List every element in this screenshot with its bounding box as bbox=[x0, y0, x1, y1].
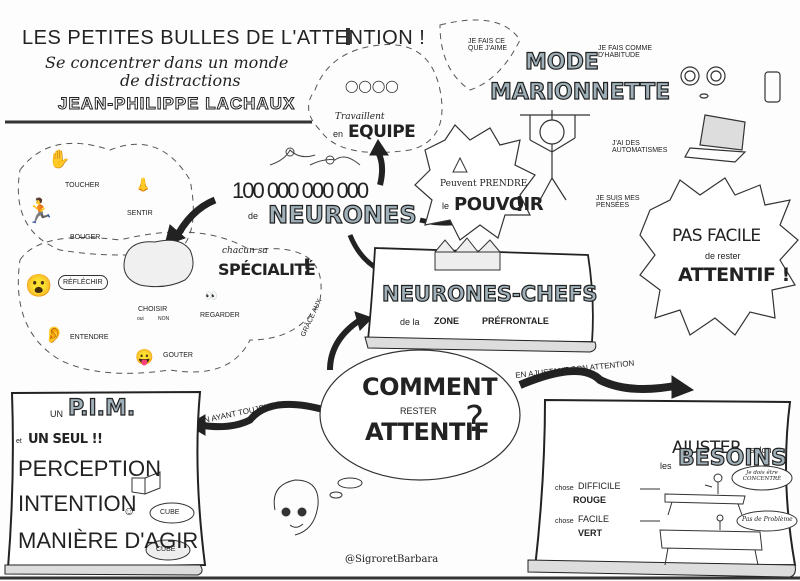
title-main: LES PETITES BULLES DE L'ATTENTION ! bbox=[22, 27, 426, 49]
center-line2: RESTER bbox=[400, 406, 437, 416]
crown-icon bbox=[434, 237, 501, 271]
puppet-note-2: JE FAIS COMME D'HABITUDE bbox=[598, 45, 653, 59]
chiefs-sub-rest: PRÉFRONTALE bbox=[482, 316, 549, 326]
neuron-de: de bbox=[248, 211, 259, 221]
center-thought-bubble bbox=[319, 349, 521, 481]
speciality-emphasis: SPÉCIALITÉ bbox=[218, 260, 316, 279]
pim-only-one: UN SEUL !! bbox=[28, 432, 103, 447]
puppet-note-1: JE FAIS CE QUE J'AIME bbox=[468, 38, 508, 52]
adjust-hard-color: ROUGE bbox=[573, 495, 607, 505]
adjust-hard: DIFFICILE bbox=[578, 481, 621, 491]
distraction-eyes-icon bbox=[680, 66, 726, 99]
hand-icon: ✋ bbox=[48, 149, 71, 169]
puppet-note-4: JE SUIS MES PENSÉES bbox=[596, 195, 640, 209]
eyes-icon: 👀 bbox=[205, 291, 218, 302]
power-le: le bbox=[442, 201, 450, 211]
sense-toucher: TOUCHER bbox=[65, 182, 100, 189]
adjust-scroll bbox=[527, 398, 798, 578]
title-subtitle-2: de distractions bbox=[120, 71, 241, 90]
sense-sentir: SENTIR bbox=[127, 210, 153, 217]
adjust-emphasis: BESOINS bbox=[677, 446, 787, 471]
team-punct: ! bbox=[404, 122, 412, 142]
phone-icon bbox=[764, 71, 781, 103]
puppet-title-2: MARIONNETTE bbox=[489, 80, 671, 105]
chiefs-scroll bbox=[364, 237, 597, 353]
puppet-note-3: J'AI DES AUTOMATISMES bbox=[612, 140, 668, 154]
ear-icon: 👂 bbox=[44, 327, 64, 344]
center-line1: COMMENT bbox=[362, 373, 498, 401]
not-easy-starburst bbox=[639, 177, 799, 336]
nose-icon: 👃 bbox=[135, 177, 152, 192]
adjust-easy-prefix: chose bbox=[555, 518, 574, 525]
running-person-icon: 🏃 bbox=[25, 198, 55, 225]
not-easy-line3: ATTENTIF ! bbox=[678, 264, 790, 286]
neuron-count: 100 000 000 000 bbox=[232, 178, 369, 203]
warning-icon bbox=[452, 156, 468, 173]
signature: @SigroretBarbara bbox=[345, 554, 439, 565]
sense-bouger: BOUGER bbox=[70, 234, 101, 241]
pim-perception: PERCEPTION bbox=[18, 456, 162, 481]
pim-un: UN bbox=[50, 409, 63, 419]
team-emphasis: EQUIPE bbox=[348, 122, 416, 142]
adjust-easy: FACILE bbox=[578, 514, 610, 524]
speciality-punct: ! bbox=[302, 256, 312, 281]
pim-intention: INTENTION bbox=[18, 491, 137, 516]
power-emphasis: POUVOIR bbox=[454, 194, 544, 215]
not-easy-line2: de rester bbox=[705, 251, 741, 261]
power-line1: Peuvent PRENDRE bbox=[440, 179, 528, 189]
laptop-icon bbox=[684, 114, 747, 163]
smiling-face-icon: ☺ bbox=[123, 504, 136, 518]
pim-maniere: MANIÈRE D'AGIR bbox=[18, 528, 199, 553]
choice-non: NON bbox=[158, 316, 170, 322]
adjust-selon: selon bbox=[750, 445, 772, 455]
adjust-les: les bbox=[660, 461, 672, 471]
brain-icon bbox=[123, 239, 194, 288]
title-author: JEAN-PHILIPPE LACHAUX bbox=[57, 94, 296, 113]
chiefs-title: NEURONES-CHEFS bbox=[381, 282, 598, 306]
cube-icon bbox=[131, 471, 161, 495]
adjust-bubble-hard: Je dois être CONCENTRÉ bbox=[742, 470, 782, 482]
pim-bubble-2: CUBE bbox=[156, 546, 176, 553]
tongue-icon: 😛 bbox=[135, 349, 154, 366]
puppet-icon bbox=[520, 110, 590, 201]
pim-scroll bbox=[4, 390, 207, 576]
thinking-face-icon bbox=[273, 479, 319, 536]
thinking-face-small-icon: 😮 bbox=[25, 273, 53, 298]
power-punct: ! bbox=[515, 192, 524, 216]
pim-acronym: P.I.M. bbox=[67, 396, 136, 421]
center-question-mark: ? bbox=[465, 399, 484, 440]
chiefs-sub-prefix: de la bbox=[400, 317, 420, 327]
speciality-line1: chacun sa bbox=[222, 246, 268, 256]
team-group-icon: ◯◯◯◯ bbox=[345, 79, 399, 93]
adjust-bubble-easy: Pas de Problème bbox=[742, 516, 793, 523]
puppet-title-1: MODE bbox=[524, 50, 599, 75]
chiefs-sub-zone: ZONE bbox=[434, 316, 460, 326]
not-easy-line1: PAS FACILE bbox=[672, 226, 761, 246]
title-subtitle-1: Se concentrer dans un monde bbox=[45, 53, 289, 72]
pim-and: et bbox=[16, 438, 22, 445]
sense-reflechir: RÉFLÉCHIR bbox=[58, 275, 108, 290]
center-line3: ATTENTIF bbox=[365, 418, 490, 446]
team-line1: Travaillent bbox=[335, 112, 385, 122]
adjust-hard-prefix: chose bbox=[555, 485, 574, 492]
sense-gouter: GOUTER bbox=[163, 352, 193, 359]
neuron-icons bbox=[269, 147, 361, 166]
neurons-label: NEURONES bbox=[267, 201, 417, 229]
balance-beams-icon bbox=[659, 473, 763, 566]
adjust-easy-color: VERT bbox=[578, 528, 603, 538]
team-line2: en bbox=[333, 129, 344, 139]
sense-choisir: CHOISIR bbox=[138, 306, 168, 313]
choice-oui: oui bbox=[137, 316, 144, 322]
dashed-clouds bbox=[17, 19, 521, 374]
sense-regarder: REGARDER bbox=[200, 312, 240, 319]
sense-entendre: ENTENDRE bbox=[70, 334, 109, 341]
power-starburst bbox=[414, 124, 536, 241]
pim-bubble-1: CUBE bbox=[160, 509, 180, 516]
adjust-title: AJUSTER bbox=[672, 438, 742, 458]
